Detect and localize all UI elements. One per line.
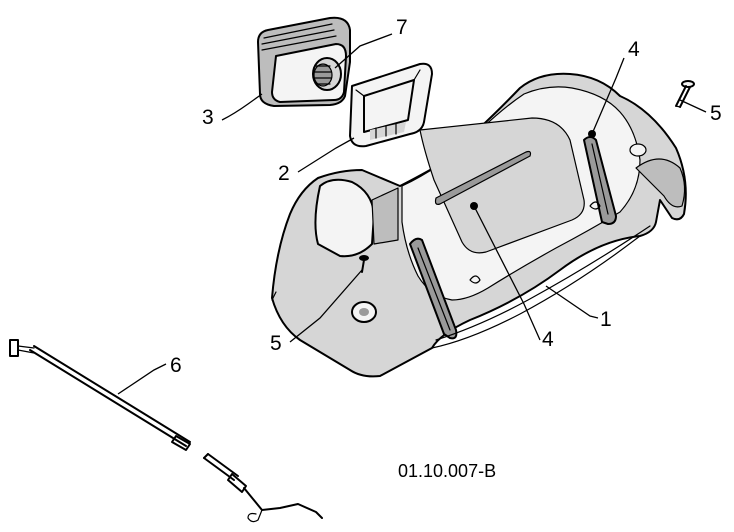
- callout-1: 1: [600, 308, 612, 331]
- throttle-cable-part: [9, 339, 323, 523]
- air-filter-cover-part: [257, 16, 351, 107]
- screw-part-5b: [359, 255, 369, 273]
- filter-frame-part: [349, 62, 433, 148]
- engine-hood-part: [271, 72, 687, 378]
- callout-2: 2: [278, 162, 290, 185]
- leader-lines: [117, 33, 707, 395]
- callout-4-lower: 4: [542, 328, 554, 351]
- callout-4-top: 4: [628, 38, 640, 61]
- screw-part-5a: [675, 80, 695, 108]
- callout-5-right: 5: [710, 102, 722, 125]
- callout-3: 3: [202, 106, 214, 129]
- drawing-code: 01.10.007-B: [398, 461, 496, 481]
- callout-7: 7: [396, 16, 408, 39]
- callout-5-left: 5: [270, 332, 282, 355]
- callout-6: 6: [170, 354, 182, 377]
